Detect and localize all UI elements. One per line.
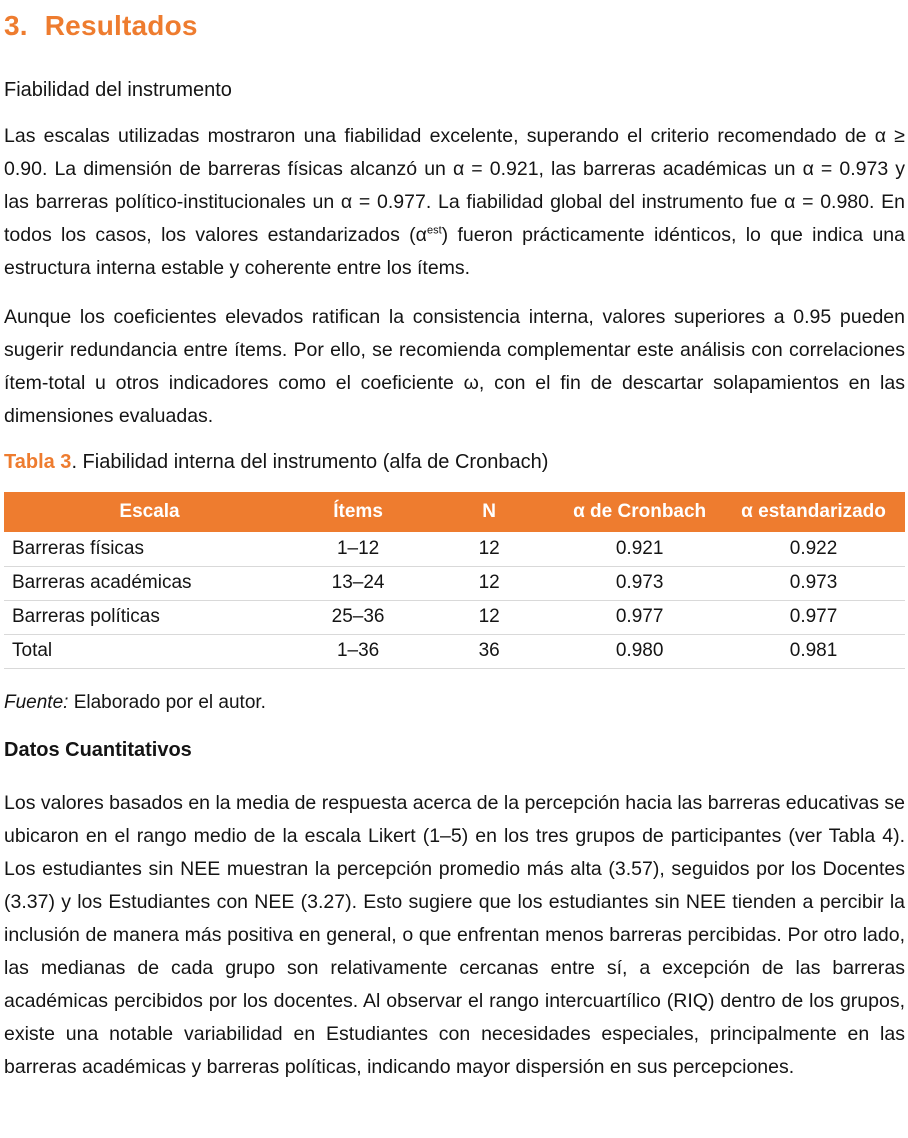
column-header-escala: Escala [4, 492, 296, 532]
table-cell: 0.922 [722, 532, 905, 567]
superscript-est: est [426, 224, 442, 237]
paragraph-text: ) fueron prácticamente idénticos, lo que… [4, 224, 905, 279]
table-cell: 0.977 [557, 600, 723, 635]
paragraph-text: Las escalas utilizadas mostraron una fia… [4, 125, 905, 246]
table-cell: 1–36 [295, 634, 422, 669]
table-cell: 0.981 [722, 634, 905, 669]
table-cell: 0.973 [557, 566, 723, 601]
table-cell: 12 [421, 566, 558, 601]
table-cell: Barreras físicas [4, 532, 296, 567]
column-header-alpha-estandarizado: α estandarizado [722, 492, 905, 532]
reliability-table: Escala Ítems N α de Cronbach α estandari… [4, 492, 905, 669]
column-header-items: Ítems [295, 492, 422, 532]
table-cell: 13–24 [295, 566, 422, 601]
table-caption-label: Tabla 3 [4, 451, 72, 473]
table-cell: Total [4, 634, 296, 669]
table-cell: 1–12 [295, 532, 422, 567]
table-cell: 0.977 [722, 600, 905, 635]
table-cell: 25–36 [295, 600, 422, 635]
document-page: 3.Resultados Fiabilidad del instrumento … [4, 8, 905, 1078]
table-header-row: Escala Ítems N α de Cronbach α estandari… [4, 492, 905, 532]
table-cell: 12 [421, 600, 558, 635]
section-title: Resultados [44, 10, 198, 41]
table-source-note: Fuente: Elaborado por el autor. [4, 691, 905, 715]
table-cell: 12 [421, 532, 558, 567]
table-cell: 0.980 [557, 634, 723, 669]
paragraph-quantitative-data: Los valores basados en la media de respu… [4, 791, 905, 1078]
subsection-heading-datos-cuantitativos: Datos Cuantitativos [4, 738, 192, 761]
table-cell: 36 [421, 634, 558, 669]
source-text: Elaborado por el autor. [68, 691, 266, 713]
column-header-alpha-cronbach: α de Cronbach [557, 492, 723, 532]
table-cell: Barreras académicas [4, 566, 296, 601]
section-heading: 3. Resultados [4, 8, 905, 44]
table-row: Barreras políticas 25–36 12 0.977 0.977 [4, 600, 905, 635]
table-row: Total 1–36 36 0.980 0.981 [4, 634, 905, 669]
table-cell: 0.921 [557, 532, 723, 567]
subsection-heading: Fiabilidad del instrumento [4, 79, 232, 101]
section-number: 3. [4, 10, 28, 41]
table-cell: Barreras políticas [4, 600, 296, 635]
table-cell: 0.973 [722, 566, 905, 601]
column-header-n: N [421, 492, 558, 532]
paragraph-redundancy: Aunque los coeficientes elevados ratific… [4, 306, 905, 427]
table-row: Barreras académicas 13–24 12 0.973 0.973 [4, 566, 905, 601]
paragraph-reliability: Las escalas utilizadas mostraron una fia… [4, 120, 905, 285]
table-caption-text: . Fiabilidad interna del instrumento (al… [71, 451, 549, 473]
table-caption: Tabla 3. Fiabilidad interna del instrume… [4, 449, 905, 475]
source-label: Fuente: [4, 691, 69, 713]
table-row: Barreras físicas 1–12 12 0.921 0.922 [4, 532, 905, 567]
